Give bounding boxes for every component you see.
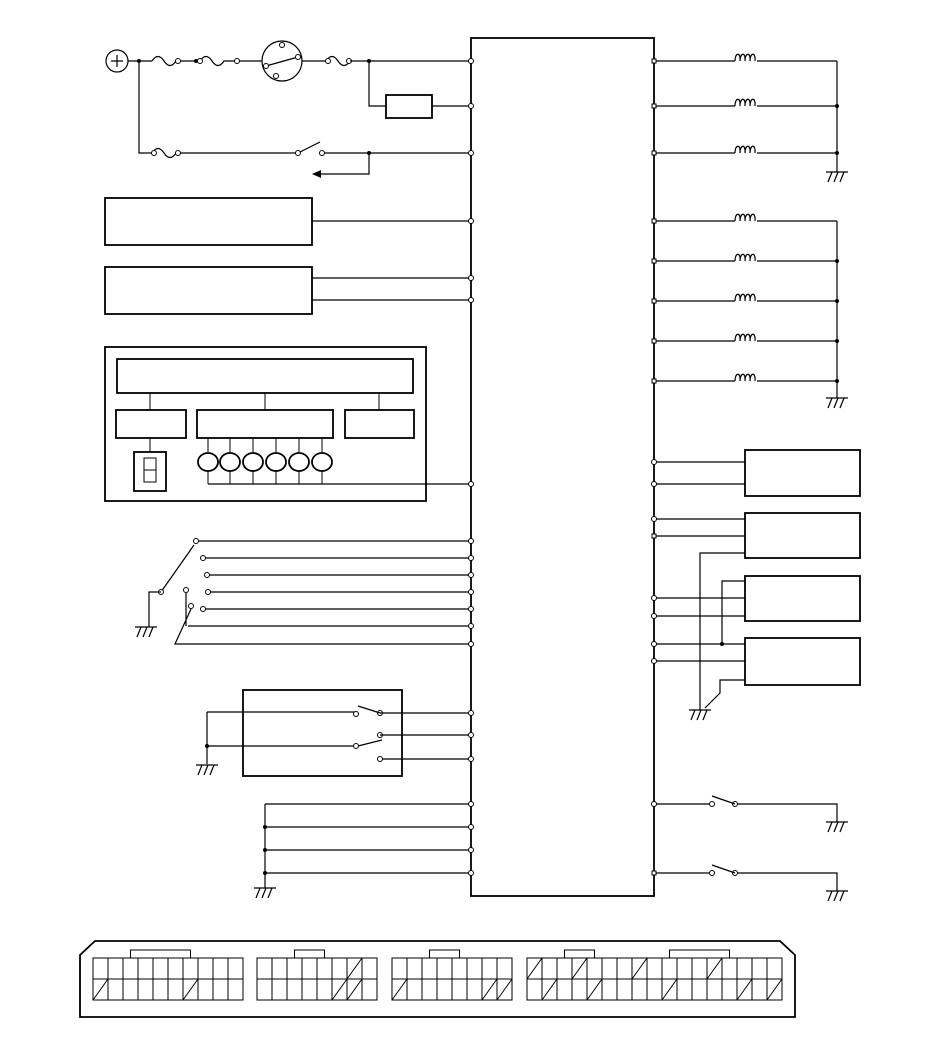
sensor-module <box>104 197 313 246</box>
solenoid-coil <box>734 253 756 262</box>
solenoid-coil <box>734 333 756 342</box>
connector-block <box>92 949 244 1001</box>
relay-block <box>385 94 433 119</box>
ground-switch <box>654 864 838 891</box>
warning-lamp <box>242 452 264 472</box>
warning-lamp <box>265 452 287 472</box>
solenoid-coil <box>734 373 756 382</box>
solenoid-group-1 <box>654 53 839 172</box>
sensor-module <box>104 266 313 315</box>
ground-symbol <box>135 626 157 638</box>
solenoid-group-2 <box>654 213 839 398</box>
solenoid-coil <box>734 53 756 62</box>
ground-symbol <box>254 887 276 899</box>
control-unit <box>470 37 655 897</box>
switch-block <box>205 689 471 777</box>
ground-symbol <box>826 397 848 409</box>
control-unit-left-pins <box>468 58 474 876</box>
ground-symbol <box>826 821 848 833</box>
solenoid-coil <box>734 293 756 302</box>
warning-lamp <box>311 452 333 472</box>
ground-symbol <box>196 764 218 776</box>
fuse <box>151 147 298 159</box>
solenoid-coil <box>734 98 756 107</box>
ground-symbol <box>826 890 848 902</box>
warning-lamp <box>197 452 219 472</box>
connector-block <box>256 949 378 1001</box>
selector-switch <box>148 538 471 645</box>
ground-symbol <box>826 171 848 183</box>
actuator-module <box>744 637 861 686</box>
warning-lamp <box>219 452 241 472</box>
actuator-section <box>654 449 861 710</box>
fuse <box>325 55 352 67</box>
actuator-module <box>744 449 861 497</box>
power-supply-section <box>105 40 471 178</box>
ground-switch <box>654 795 838 822</box>
instrument-cluster <box>104 346 471 502</box>
connector-block <box>631 949 783 1001</box>
fuse <box>197 55 240 67</box>
ground-bus <box>263 803 471 888</box>
connector-housing <box>79 940 796 1018</box>
solenoid-coil <box>734 145 756 154</box>
seven-segment-display <box>133 451 167 492</box>
fuse <box>151 55 196 67</box>
ground-symbol <box>689 709 711 721</box>
connector-block <box>391 949 513 1001</box>
ignition-switch <box>261 40 303 82</box>
actuator-module <box>744 575 861 622</box>
control-unit-right-pins <box>651 58 657 876</box>
actuator-module <box>744 512 861 559</box>
warning-lamp <box>288 452 310 472</box>
solenoid-coil <box>734 213 756 222</box>
